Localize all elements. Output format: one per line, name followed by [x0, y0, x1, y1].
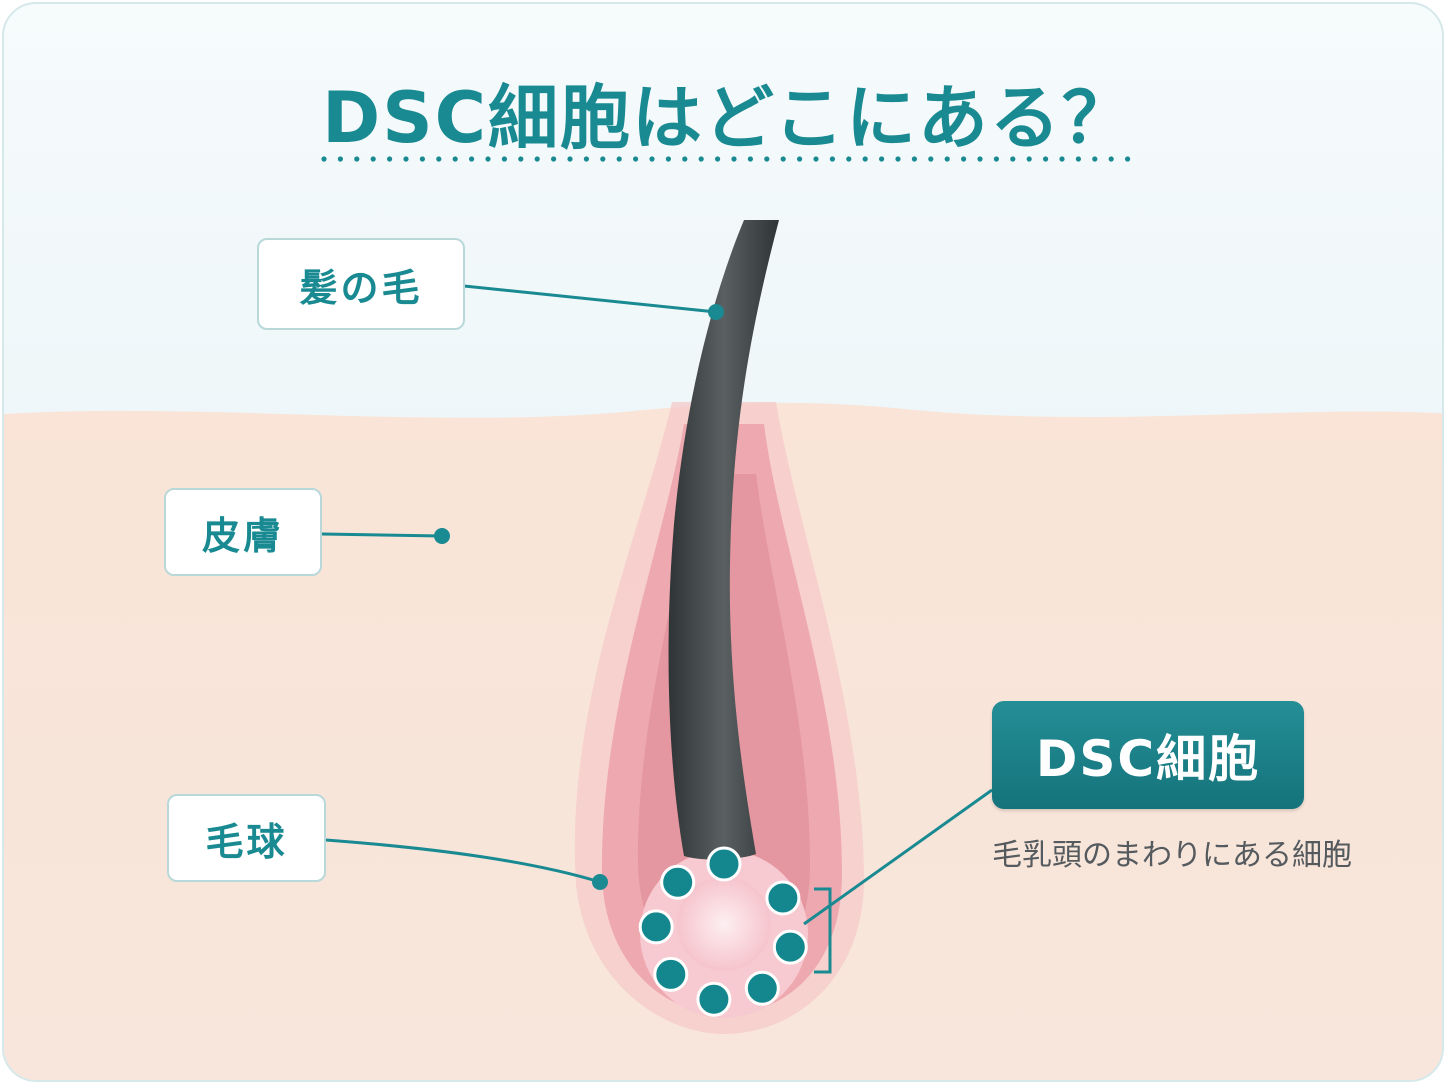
underline-dot [452, 156, 458, 162]
dermal-papilla [677, 877, 771, 971]
underline-dot [813, 156, 819, 162]
underline-dot [567, 156, 573, 162]
underline-dot [534, 156, 540, 162]
dsc-cells [638, 846, 808, 1017]
skin-label: 皮膚 [164, 488, 322, 576]
underline-dot [633, 156, 639, 162]
underline-dot [1125, 156, 1131, 162]
underline-dot [600, 156, 606, 162]
hair-bulb-label-text: 毛球 [205, 819, 288, 864]
underline-dot [1092, 156, 1098, 162]
skin-leader-line [321, 532, 443, 538]
dsc-cell [765, 880, 801, 916]
hair-follicle-illustration [4, 156, 1442, 1080]
dsc-cell [638, 909, 674, 945]
underline-dot [337, 156, 343, 162]
underline-dot [321, 156, 327, 162]
underline-dot [715, 156, 721, 162]
underline-dot [879, 156, 885, 162]
underline-dot [1059, 156, 1065, 162]
underline-dot [829, 156, 836, 162]
underline-dot [370, 156, 376, 162]
underline-dot [862, 156, 868, 162]
underline-dot [698, 156, 704, 162]
underline-dot [1010, 156, 1016, 162]
dsc-leader-line [803, 788, 993, 926]
underline-dot [747, 156, 754, 162]
skin-leader-dot [434, 528, 450, 544]
dsc-cells-label: DSC細胞 [992, 701, 1304, 809]
underline-dot [419, 156, 425, 162]
underline-dot [944, 156, 950, 162]
underline-dot [436, 156, 442, 162]
underline-dot [764, 156, 770, 162]
underline-dot [895, 156, 901, 162]
underline-dot [961, 156, 967, 162]
bulb-leader-dot [592, 874, 608, 890]
hair-label: 髪の毛 [257, 238, 465, 330]
dsc-bracket [814, 887, 832, 974]
underline-dot [1108, 156, 1114, 162]
underline-dot [911, 156, 918, 162]
dsc-cell [772, 929, 808, 965]
bulb-leader-line [325, 838, 601, 884]
skin-label-text: 皮膚 [201, 513, 284, 558]
underline-dot [993, 156, 1000, 162]
hair-leader-dot [708, 304, 724, 320]
underline-dot [469, 156, 475, 162]
dsc-cells-label-text: DSC細胞 [1035, 730, 1261, 788]
underline-dot [682, 156, 688, 162]
hair-shaft [668, 220, 779, 860]
underline-dot [665, 156, 672, 162]
underline-dot [551, 156, 557, 162]
underline-dot [387, 156, 393, 162]
dsc-caption: 毛乳頭のまわりにある細胞 [992, 838, 1352, 873]
underline-dot [797, 156, 803, 162]
underline-dot [780, 156, 786, 162]
dsc-cell [706, 846, 742, 882]
underline-dot [1043, 156, 1049, 162]
dsc-cell [696, 981, 732, 1017]
title-dotted-underline [321, 156, 1131, 162]
underline-dot [977, 156, 983, 162]
underline-dot [485, 156, 491, 162]
dsc-cell [660, 864, 696, 900]
underline-dot [649, 156, 655, 162]
underline-dot [518, 156, 524, 162]
underline-dot [846, 156, 852, 162]
underline-dot [731, 156, 737, 162]
dsc-cell [744, 970, 780, 1006]
underline-dot [1075, 156, 1081, 162]
underline-dot [1026, 156, 1032, 162]
hair-label-text: 髪の毛 [299, 265, 423, 310]
underline-dot [583, 156, 590, 162]
underline-dot [354, 156, 360, 162]
underline-dot [403, 156, 409, 162]
underline-dot [928, 156, 934, 162]
underline-dot [501, 156, 507, 162]
page-title: DSC細胞はどこにある？ [322, 77, 1134, 159]
hair-leader-line [463, 284, 717, 314]
dsc-cell [653, 956, 689, 992]
underline-dot [616, 156, 622, 162]
hair-bulb-label: 毛球 [167, 794, 326, 882]
